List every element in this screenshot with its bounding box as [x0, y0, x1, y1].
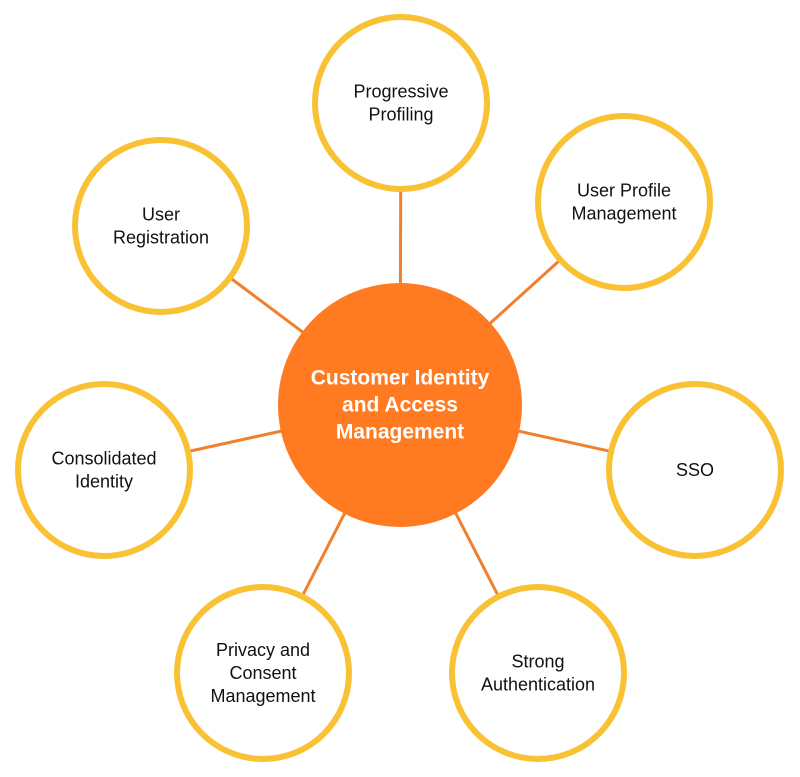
label-line: Consolidated [51, 449, 156, 469]
label-line: SSO [676, 460, 714, 480]
node-sso: SSO [606, 381, 784, 559]
node-circle [449, 584, 627, 762]
label-line: Authentication [481, 675, 595, 695]
label-line: Progressive [353, 82, 448, 102]
node-circle [535, 113, 713, 291]
center-label-line: Management [336, 421, 464, 444]
connector-strong-authentication [453, 511, 500, 596]
connector-user-registration [230, 277, 305, 335]
connector-privacy-and-consent-management [301, 511, 347, 596]
center-circle [278, 283, 522, 527]
connector-sso [516, 429, 610, 453]
label-line: Management [210, 686, 315, 706]
connector-consolidated-identity [189, 429, 284, 453]
label-line: Profiling [368, 105, 433, 125]
label-line: Management [571, 204, 676, 224]
node-circle [606, 381, 784, 559]
center-label-line: Customer Identity [311, 367, 490, 390]
node-label: SSO [676, 460, 714, 480]
node-circle [15, 381, 193, 559]
node-circle [312, 14, 490, 192]
center-label-line: and Access [342, 394, 458, 417]
label-line: User Profile [577, 181, 671, 201]
connectors [189, 190, 610, 596]
label-line: Consent [229, 663, 296, 683]
label-line: Strong [511, 652, 564, 672]
label-line: User [142, 205, 180, 225]
label-line: Registration [113, 228, 209, 248]
label-line: Privacy and [216, 640, 310, 660]
node-circle [72, 137, 250, 315]
label-line: Identity [75, 472, 133, 492]
node-circle [174, 584, 352, 762]
connector-user-profile-management [487, 259, 560, 326]
